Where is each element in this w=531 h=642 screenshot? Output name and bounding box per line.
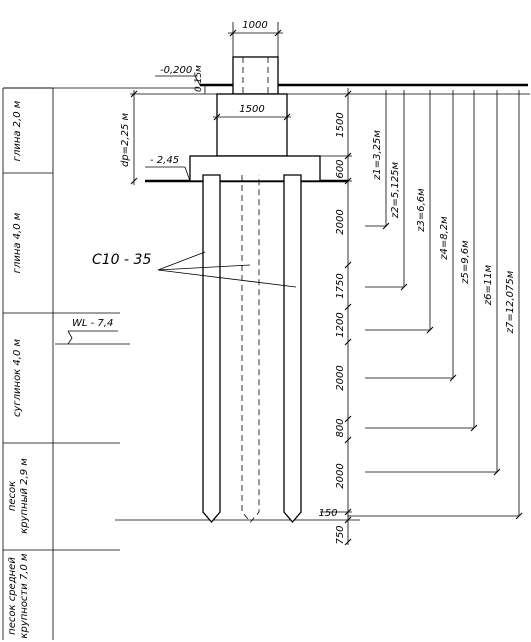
dim-tick: [130, 177, 138, 185]
dim-tick: [344, 508, 352, 516]
z-distance-leaders: z1=3,25м z2=5,125м z3=6,6м z4=8,2м z5=9,…: [348, 90, 523, 520]
dim-tick: [274, 29, 282, 37]
dim-tick: [344, 303, 352, 311]
vertical-dim-label: 600: [335, 159, 346, 178]
z-label: z7=12,075м: [505, 270, 516, 334]
vertical-dim-label: 2000: [335, 209, 346, 234]
soil-column: глина 2,0 м глина 4,0 м суглинок 4,0 м п…: [2, 87, 54, 640]
dim-tick: [344, 415, 352, 423]
pedestal-width-label: 1500: [239, 104, 264, 115]
vertical-dim-label: 2000: [335, 463, 346, 488]
water-level-label: WL - 7,4: [72, 318, 113, 329]
soil-layer-label: крупный 2,9 м: [19, 458, 30, 534]
pile-leader-line: [157, 264, 251, 271]
dim-tick: [344, 90, 352, 98]
z-label: z1=3,25м: [372, 130, 383, 181]
z-label: z6=11м: [483, 264, 494, 306]
foundation: [189, 56, 321, 182]
soil-layer-label: крупности 7,0 м: [19, 553, 30, 639]
column: [232, 56, 279, 95]
ground-elevation-leader: [194, 75, 201, 86]
vertical-dim-label: 800: [335, 418, 346, 437]
dim-tick: [283, 113, 291, 121]
soil-layer-label: суглинок 4,0 м: [12, 339, 23, 418]
soil-boundary-lines: [53, 312, 360, 551]
vertical-dim-label: 150: [318, 508, 337, 519]
dim-tick: [449, 374, 457, 382]
pile-right: [283, 174, 302, 524]
column-width-label: 1000: [242, 20, 267, 31]
dim-tick: [515, 512, 523, 520]
vertical-dim-ticks: [344, 90, 352, 546]
dim-tick: [130, 90, 138, 98]
dim-tick: [470, 424, 478, 432]
dim-tick: [229, 29, 237, 37]
dim-tick: [344, 436, 352, 444]
z-label: z2=5,125м: [390, 161, 401, 219]
pile-leader-line: [157, 269, 297, 288]
dim-tick: [344, 538, 352, 546]
vertical-dim-label: 750: [335, 525, 346, 544]
dim-tick: [344, 261, 352, 269]
z-label: z5=9,6м: [460, 240, 471, 285]
soil-layer-label: песок средней: [7, 557, 18, 635]
pile-leader-line: [157, 251, 206, 271]
dim-tick: [344, 338, 352, 346]
z-label: z3=6,6м: [416, 188, 427, 233]
dim-tick: [382, 222, 390, 230]
vertical-dim-label: 1750: [335, 273, 346, 298]
pile-label: С10 - 35: [92, 252, 151, 268]
foundation-depth-label: dp=2,25 м: [120, 113, 131, 168]
z-label: z4=8,2м: [439, 216, 450, 261]
pedestal: [216, 93, 288, 157]
elevation-marks: -0,200 0,15м dp=2,25 м - 2,45 WL - 7,4: [55, 65, 206, 345]
vertical-dim-label: 1200: [335, 312, 346, 337]
dim-tick: [344, 516, 352, 524]
base-elevation-leader: [184, 166, 191, 182]
piles: [202, 174, 302, 524]
ground-offset-label: 0,15м: [194, 65, 204, 92]
dim-tick: [493, 468, 501, 476]
soil-layer-label: песок: [7, 481, 18, 511]
dim-tick: [344, 152, 352, 160]
soil-layer-label: глина 2,0 м: [12, 100, 23, 161]
pile-center-hidden: [241, 175, 260, 523]
ground-elevation: -0,200: [160, 65, 192, 76]
top-dimensions: 1000 1500: [213, 20, 291, 121]
dim-tick: [213, 113, 221, 121]
vertical-dimension-chain: 1500 600 2000 1750 1200 2000 800 2000 15…: [287, 88, 352, 546]
dim-tick: [400, 283, 408, 291]
pile-left: [202, 174, 221, 524]
vertical-dim-label: 1500: [335, 112, 346, 137]
water-level-marker: [67, 330, 73, 345]
vertical-dim-label: 2000: [335, 365, 346, 390]
base-elevation: - 2,45: [150, 155, 179, 166]
dim-tick: [426, 326, 434, 334]
soil-layer-label: глина 4,0 м: [12, 212, 23, 273]
dim-tick: [344, 177, 352, 185]
